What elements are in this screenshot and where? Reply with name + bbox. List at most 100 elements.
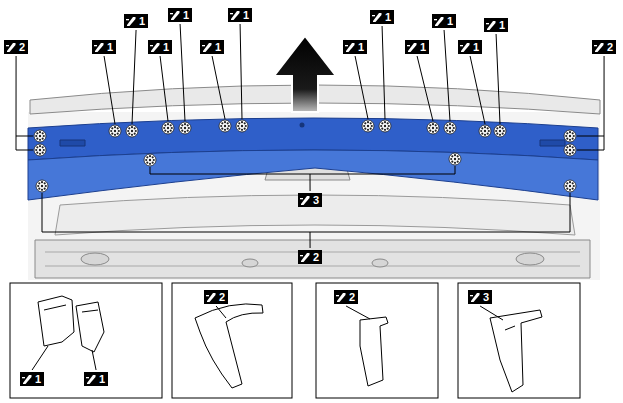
- weld-icon: [468, 290, 482, 304]
- callout-number: 1: [370, 10, 394, 24]
- callout-number: 1: [168, 8, 192, 22]
- floor-hole: [81, 253, 109, 265]
- weld-icon: [168, 8, 182, 22]
- callout-text: 1: [357, 40, 367, 54]
- weld-spot: [479, 125, 491, 137]
- weld-icon: [484, 18, 498, 32]
- callout-text: 1: [214, 40, 224, 54]
- leader-line: [16, 136, 33, 137]
- callout-text: 3: [482, 290, 492, 304]
- callout-number: 1: [484, 18, 508, 32]
- callout-number: 1: [458, 40, 482, 54]
- callout-number: 1: [432, 14, 456, 28]
- weld-icon: [298, 193, 312, 207]
- weld-spot: [162, 122, 174, 134]
- weld-spot: [126, 125, 138, 137]
- callout-number: 2: [204, 290, 228, 304]
- leader-line: [42, 193, 570, 232]
- weld-icon: [298, 250, 312, 264]
- leader-line: [180, 24, 185, 121]
- callout-number: 3: [468, 290, 492, 304]
- callout-text: 1: [419, 40, 429, 54]
- inset-frame: [458, 283, 580, 398]
- leader-line: [104, 56, 115, 124]
- leader-line: [355, 56, 368, 119]
- weld-icon: [200, 40, 214, 54]
- callout-number: 2: [334, 290, 358, 304]
- callout-text: 1: [384, 10, 394, 24]
- weld-icon: [334, 290, 348, 304]
- inset-frame: [10, 283, 162, 398]
- leader-line: [577, 136, 604, 137]
- callout-text: 1: [498, 18, 508, 32]
- weld-icon: [370, 10, 384, 24]
- callout-text: 2: [18, 40, 28, 54]
- weld-spot: [444, 122, 456, 134]
- weld-icon: [405, 40, 419, 54]
- leader-line: [480, 306, 503, 320]
- weld-spot: [362, 120, 374, 132]
- callout-number: 2: [4, 40, 28, 54]
- leader-line: [470, 56, 485, 124]
- callout-text: 1: [242, 8, 252, 22]
- weld-spot: [36, 180, 48, 192]
- weld-icon: [432, 14, 446, 28]
- leader-line: [577, 56, 604, 150]
- leader-line: [240, 24, 242, 119]
- floor-hole: [242, 259, 258, 267]
- callout-number: 1: [20, 372, 44, 386]
- weld-icon: [204, 290, 218, 304]
- weld-spot: [219, 120, 231, 132]
- callout-number: 2: [298, 250, 322, 264]
- leader-line: [417, 56, 433, 121]
- weld-spot: [379, 120, 391, 132]
- leader-line: [92, 350, 96, 370]
- callout-text: 1: [138, 14, 148, 28]
- leader-line: [132, 30, 136, 124]
- weld-icon: [458, 40, 472, 54]
- weld-spot: [34, 144, 46, 156]
- callout-text: 3: [312, 193, 322, 207]
- callout-text: 2: [218, 290, 228, 304]
- callout-number: 1: [148, 40, 172, 54]
- leader-line: [216, 306, 226, 318]
- weld-spot: [236, 120, 248, 132]
- inset-part: [360, 317, 388, 386]
- leader-line: [160, 56, 168, 121]
- leader-line: [32, 346, 48, 370]
- callout-number: 3: [298, 193, 322, 207]
- weld-spot: [427, 122, 439, 134]
- leader-line: [444, 30, 450, 121]
- weld-icon: [592, 40, 606, 54]
- leader-line: [346, 306, 370, 319]
- callout-text: 2: [312, 250, 322, 264]
- floor-hole: [372, 259, 388, 267]
- weld-spots: [34, 120, 576, 192]
- weld-icon: [20, 372, 34, 386]
- weld-icon: [4, 40, 18, 54]
- weld-spot: [564, 180, 576, 192]
- callout-text: 1: [182, 8, 192, 22]
- weld-spot: [449, 153, 461, 165]
- weld-spot: [109, 125, 121, 137]
- callout-text: 2: [348, 290, 358, 304]
- callout-number: 1: [92, 40, 116, 54]
- callout-text: 1: [472, 40, 482, 54]
- inset-part: [195, 304, 263, 388]
- leader-line: [310, 232, 311, 248]
- callout-text: 2: [606, 40, 616, 54]
- leader-line: [382, 26, 385, 119]
- leader-line: [150, 166, 455, 174]
- inset-frame: [172, 283, 292, 398]
- weld-spot: [34, 130, 46, 142]
- callout-number: 2: [592, 40, 616, 54]
- leader-line: [496, 34, 500, 124]
- weld-spot: [144, 154, 156, 166]
- weld-spot: [564, 130, 576, 142]
- callout-text: 1: [446, 14, 456, 28]
- inset-part: [490, 310, 542, 392]
- floor-hole: [516, 253, 544, 265]
- leader-line: [212, 56, 225, 119]
- beam-slot: [60, 140, 565, 146]
